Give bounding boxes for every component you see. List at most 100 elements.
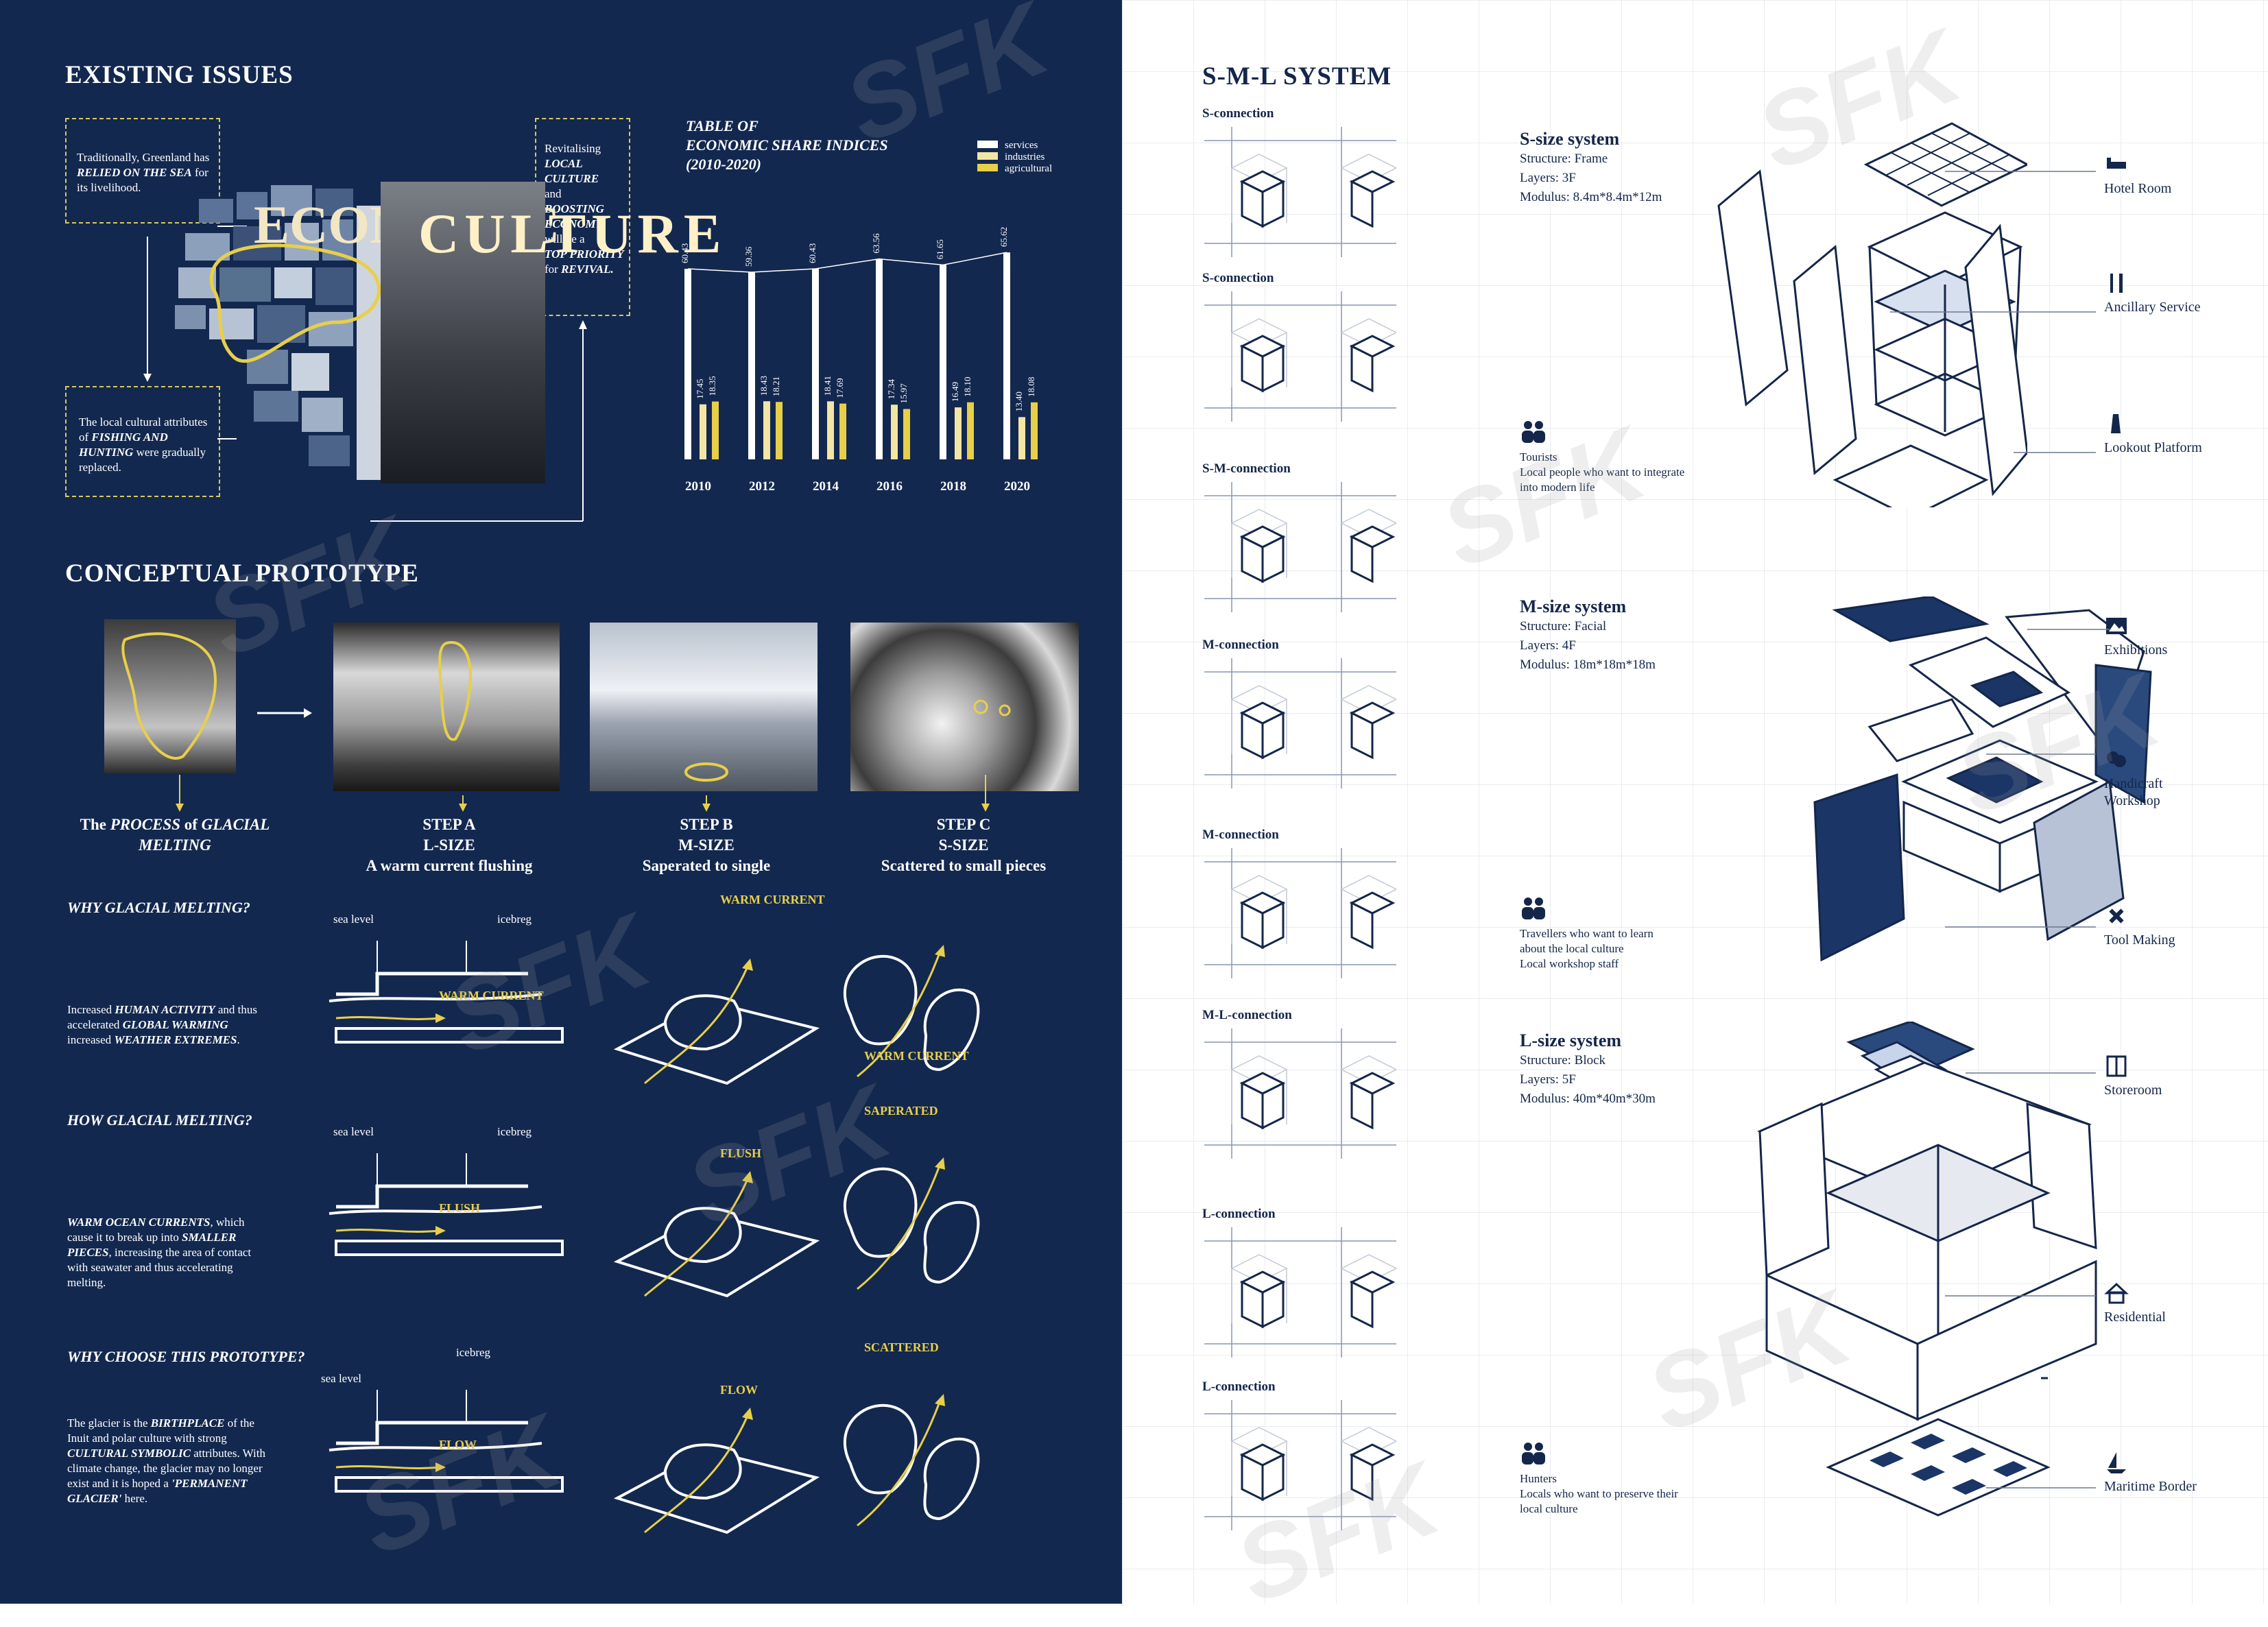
m-system-info: M-size system Structure: Facial Layers: … (1520, 596, 1656, 675)
function-item: Maritime Border (2104, 1450, 2214, 1495)
connection-label: L-connection (1202, 1379, 1276, 1394)
bar-industries (700, 404, 706, 459)
l-system-structure: Structure: Block (1520, 1053, 1606, 1068)
lighthouse-icon (2111, 414, 2121, 433)
l-system-info: L-size system Structure: Block Layers: 5… (1520, 1031, 1656, 1109)
melting-sketches (329, 1390, 980, 1534)
connection-diagram (1204, 482, 1396, 612)
stepC-label: STEP C S-SIZE Scattered to small pieces (844, 815, 1084, 876)
photo-glacier-wall (333, 623, 560, 791)
users-s-title: Tourists (1520, 450, 1557, 463)
body-text: . (237, 1033, 240, 1046)
sketch-annotation: WARM CURRENT (439, 989, 544, 1002)
chart-title: TABLE OF ECONOMIC SHARE INDICES (2010-20… (686, 117, 888, 174)
function-label: Maritime Border (2104, 1479, 2197, 1494)
connection-diagram (1204, 291, 1396, 422)
function-item: Lookout Platform (2104, 411, 2214, 457)
sml-title: S-M-L SYSTEM (1202, 62, 1392, 91)
body-text: of the Inuit and polar culture with stro… (67, 1417, 254, 1445)
note-box-fishing: The local cultural attributes of FISHING… (65, 386, 220, 497)
question-title: WHY CHOOSE THIS PROTOTYPE? (67, 1348, 305, 1365)
storage-icon (2106, 1055, 2127, 1077)
category-label: 2010 (685, 479, 711, 494)
chart-title-line2: ECONOMIC SHARE INDICES (686, 136, 888, 154)
category-label: 2016 (876, 479, 903, 494)
note-revive-4: BOOSTING ECONOMY (545, 202, 604, 230)
services-trend-line (687, 252, 1007, 273)
stepA-3: A warm current flushing (366, 857, 533, 874)
m-system-layers: Layers: 4F (1520, 638, 1576, 653)
users-m-line2: about the local culture (1520, 942, 1624, 955)
m-system-title: M-size system (1520, 596, 1627, 616)
question-body: The glacier is the BIRTHPLACE of the Inu… (67, 1416, 273, 1506)
arrow-right-icon (257, 708, 312, 718)
legend-swatch-industries (977, 152, 998, 160)
users-m-line3: Local workshop staff (1520, 957, 1619, 970)
function-item: Ancillary Service (2104, 271, 2214, 316)
function-item: Hotel Room (2104, 152, 2214, 197)
body-text: , which cause it to break up into (67, 1216, 245, 1244)
bar-industries (827, 401, 834, 459)
m-system-structure: Structure: Facial (1520, 619, 1607, 634)
iceberg-label: icebreg (456, 1346, 491, 1359)
m-size-axonometric (1813, 596, 2152, 962)
step0-d: GLACIAL MELTING (139, 816, 270, 854)
bar-agricultural (839, 403, 846, 459)
emphasis-text: HUMAN ACTIVITY (115, 1003, 215, 1016)
emphasis-text: 'PERMANENT GLACIER' (67, 1477, 248, 1505)
note-fish-post: were gradually replaced. (79, 446, 206, 474)
sketch-annotation: SAPERATED (864, 1104, 938, 1118)
function-item: Handicraft Workshop (2104, 747, 2214, 810)
legend-swatch-services (977, 141, 998, 148)
existing-issues-title: EXISTING ISSUES (65, 61, 294, 89)
step0-label: The PROCESS of GLACIAL MELTING (62, 815, 288, 856)
sketch-annotation: FLOW (720, 1383, 759, 1397)
bar-agricultural (712, 401, 719, 459)
iceberg-label: icebreg (497, 913, 532, 926)
emphasis-text: WEATHER EXTREMES (114, 1033, 237, 1046)
value-label: 59.36 (743, 246, 754, 267)
connection-diagram (1204, 127, 1396, 257)
tools-icon (2109, 908, 2124, 924)
emphasis-text: WARM OCEAN CURRENTS (67, 1216, 211, 1229)
function-label: Tool Making (2104, 932, 2175, 948)
body-text: and thus accelerated (67, 1003, 258, 1031)
stepA-label: STEP A L-SIZE A warm current flushing (329, 815, 569, 876)
connection-label: S-connection (1202, 271, 1274, 285)
users-s: Tourists Local people who want to integr… (1520, 418, 1698, 495)
chart-legend: services industries agricultural (977, 140, 1052, 175)
l-size-axonometric (1757, 1022, 2097, 1517)
category-label: 2020 (1004, 479, 1030, 494)
value-label: 17.34 (886, 378, 896, 399)
body-text: increased (67, 1033, 115, 1046)
connection-label: M-connection (1202, 638, 1279, 652)
note-revive-2: LOCAL CULTURE (545, 157, 599, 185)
question-title: HOW GLACIAL MELTING? (67, 1111, 252, 1129)
note-box-sea: Traditionally, Greenland has RELIED ON T… (65, 118, 220, 224)
body-text: here. (121, 1492, 148, 1505)
stepB-3: Saperated to single (642, 857, 771, 874)
prototype-title: CONCEPTUAL PROTOTYPE (65, 559, 419, 588)
stepB-label: STEP B M-SIZE Saperated to single (586, 815, 826, 876)
value-label: 61.65 (935, 239, 945, 259)
people-icon (1522, 421, 1545, 443)
legend-agricultural: agricultural (1005, 163, 1053, 174)
legend-services: services (1005, 140, 1038, 151)
s-system-layers: Layers: 3F (1520, 171, 1576, 185)
note-revive-3: and (545, 187, 562, 200)
sea-level-label: sea level (333, 913, 374, 926)
category-label: 2014 (813, 479, 839, 494)
sketch-annotation: SCATTERED (864, 1340, 939, 1354)
function-item: Residential (2104, 1281, 2214, 1326)
bar-services (812, 269, 819, 459)
note-revive-1: Revitalising (545, 142, 601, 155)
l-system-title: L-size system (1520, 1031, 1622, 1050)
legend-swatch-agricultural (977, 164, 998, 171)
bar-agricultural (776, 402, 783, 459)
stepB-1: STEP B (680, 816, 733, 833)
leader-lines (1890, 171, 2110, 1489)
connection-diagram (1204, 1227, 1396, 1358)
m-system-modulus: Modulus: 18m*18m*18m (1520, 658, 1656, 672)
sketch-annotation: FLUSH (720, 1146, 762, 1160)
